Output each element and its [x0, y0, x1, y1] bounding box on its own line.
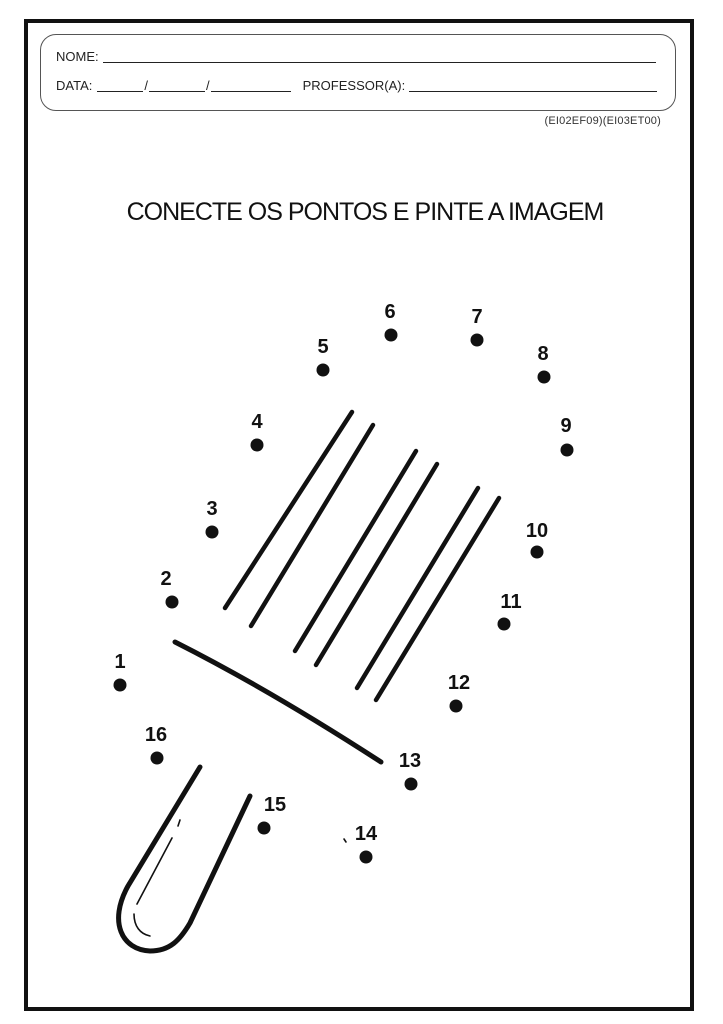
dot-label: 14 [355, 823, 378, 845]
date-separator: / [205, 78, 210, 93]
date-year-field[interactable] [210, 79, 291, 92]
dot-16[interactable] [150, 751, 164, 765]
name-field[interactable] [102, 50, 656, 63]
dot-12[interactable] [449, 699, 463, 713]
bristle-line [354, 485, 481, 691]
dot-label: 4 [251, 411, 263, 433]
brush-bristles [222, 409, 502, 703]
name-row: NOME: [56, 49, 656, 64]
date-label: DATA: [56, 78, 93, 93]
brush-ferrule-line [172, 639, 384, 765]
date-teacher-row: DATA: / / PROFESSOR(A): [56, 78, 658, 93]
page-title: CONECTE OS PONTOS E PINTE A IMAGEM [126, 198, 605, 226]
dot-label: 15 [264, 794, 286, 816]
dot-label: 11 [500, 591, 521, 613]
page-border [24, 19, 694, 1011]
dot-label: 1 [114, 651, 125, 673]
date-day-field[interactable] [97, 79, 144, 92]
dot-9[interactable] [560, 443, 574, 457]
curriculum-code: (EI02EF09)(EI03ET00) [544, 115, 661, 127]
dot-label: 12 [448, 672, 470, 694]
dot-6[interactable] [384, 328, 398, 342]
dot-14[interactable] [359, 850, 373, 864]
dot-label: 2 [160, 568, 171, 590]
dot-label: 13 [399, 750, 421, 772]
dot-13[interactable] [404, 777, 418, 791]
bristle-line [313, 461, 440, 668]
teacher-label: PROFESSOR(A): [302, 78, 406, 93]
dot-label: 6 [384, 301, 395, 323]
dot-label: 9 [560, 415, 571, 437]
bristle-line [292, 448, 419, 654]
date-separator: / [144, 78, 148, 93]
bristle-line [248, 422, 376, 629]
student-info-box [40, 34, 676, 111]
dot-label: 10 [526, 520, 548, 542]
name-label: NOME: [56, 49, 99, 64]
dot-5[interactable] [316, 363, 330, 377]
bristle-line [222, 409, 355, 611]
dot-label: 8 [537, 343, 548, 365]
dot-11[interactable] [497, 617, 511, 631]
dot-label: 16 [145, 724, 167, 746]
dot-4[interactable] [250, 438, 264, 452]
teacher-field[interactable] [409, 79, 658, 92]
dot-1[interactable] [113, 678, 127, 692]
dot-label: 3 [206, 498, 217, 520]
dot-8[interactable] [537, 370, 551, 384]
dot-label: 5 [317, 336, 328, 358]
date-month-field[interactable] [148, 79, 205, 92]
dot-7[interactable] [470, 333, 484, 347]
brush-handle [116, 764, 253, 954]
dot-2[interactable] [165, 595, 179, 609]
bristle-line [373, 495, 502, 703]
dot-15[interactable] [257, 821, 271, 835]
dot-3[interactable] [205, 525, 219, 539]
dot-10[interactable] [530, 545, 544, 559]
handle-highlight [133, 819, 347, 937]
dot-label: 7 [471, 306, 482, 328]
